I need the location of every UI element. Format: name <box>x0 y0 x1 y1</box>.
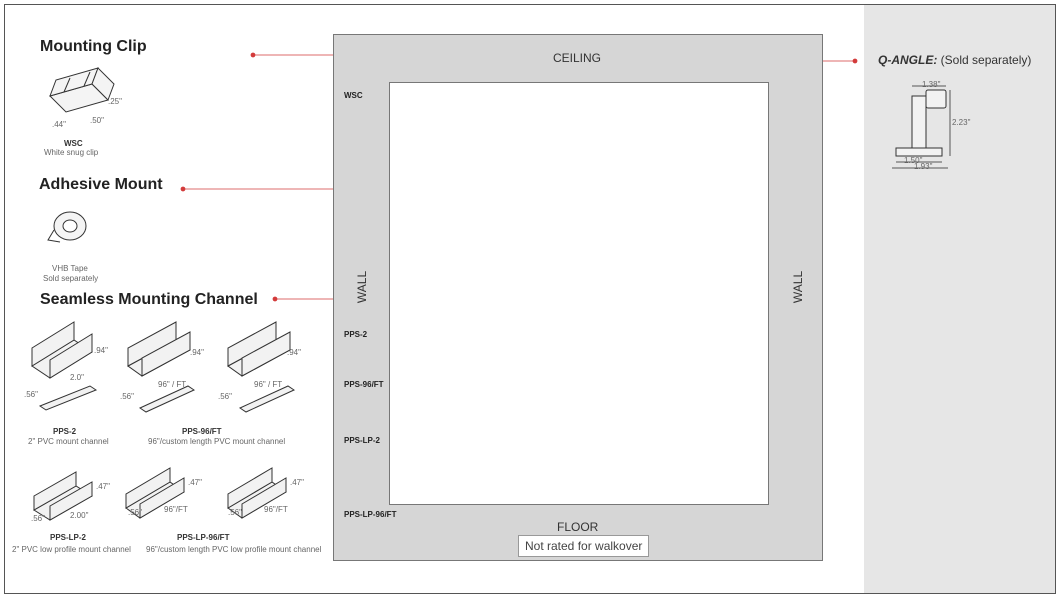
pps-2-label: PPS-2 <box>344 330 368 339</box>
clip-dim-c: .44" <box>52 120 66 129</box>
vhb-caption-1: VHB Tape <box>52 264 88 273</box>
pps-lp-2-height: .47" <box>96 482 110 491</box>
q-angle-dim-base2: 1.93" <box>914 162 933 171</box>
pps-lp-2-width: 2.00" <box>70 511 89 520</box>
clip-dim-a: .25" <box>108 97 122 106</box>
left-wall-slab <box>333 82 389 505</box>
pps-96-alt-depth: .56" <box>218 392 232 401</box>
walkover-note: Not rated for walkover <box>518 535 650 557</box>
pps-lp-96-alt-width: 96"/FT <box>264 505 288 514</box>
adhesive-mount-title: Adhesive Mount <box>39 176 163 193</box>
seamless-channel-title: Seamless Mounting Channel <box>40 291 258 308</box>
q-angle-subtitle: (Sold separately) <box>940 53 1032 67</box>
pps-2-height: .94" <box>94 346 108 355</box>
ceiling-slab <box>333 34 823 82</box>
pps-lp-2-code: PPS-LP-2 <box>50 533 87 542</box>
pps-2-code: PPS-2 <box>53 427 77 436</box>
q-angle-dim-base1: 1.50" <box>904 156 923 165</box>
pps-lp-96-width: 96"/FT <box>164 505 188 514</box>
pps-96-label: PPS-96/FT <box>344 380 384 389</box>
pps-lp-96-alt-depth: .56" <box>228 508 242 517</box>
room-interior <box>389 82 769 505</box>
pps-2-width: 2.0" <box>70 373 84 382</box>
pps-2-depth: .56" <box>24 390 38 399</box>
pps-96-caption: 96"/custom length PVC mount channel <box>148 437 286 446</box>
vhb-caption-2: Sold separately <box>43 274 99 283</box>
clip-dim-b: .50" <box>90 116 104 125</box>
q-angle-heading: Q-ANGLE: (Sold separately) <box>878 53 1031 67</box>
mounting-clip-caption: White snug clip <box>44 148 99 157</box>
pps-lp-96-alt-height: .47" <box>290 478 304 487</box>
pps-lp-96-code: PPS-LP-96/FT <box>177 533 230 542</box>
pps-96-depth: .56" <box>120 392 134 401</box>
pps-lp-2-label: PPS-LP-2 <box>344 436 381 445</box>
ceiling-label: CEILING <box>553 51 602 65</box>
pps-2-caption: 2" PVC mount channel <box>28 437 109 446</box>
pps-lp-2-caption: 2" PVC low profile mount channel <box>12 545 131 554</box>
left-wall-label: WALL <box>355 270 370 304</box>
page-frame <box>4 4 1056 594</box>
q-angle-dim-height: 2.23" <box>952 118 971 127</box>
pps-96-alt-width: 96" / FT <box>254 380 283 389</box>
right-wall-label: WALL <box>791 270 806 304</box>
pps-96-width: 96" / FT <box>158 380 187 389</box>
pps-96-height: .94" <box>190 348 204 357</box>
pps-lp-96-label: PPS-LP-96/FT <box>344 510 397 519</box>
pps-lp-96-caption: 96"/custom length PVC low profile mount … <box>146 545 322 554</box>
pps-96-alt-height: .94" <box>287 348 301 357</box>
q-angle-title: Q-ANGLE: <box>878 53 938 67</box>
q-angle-panel <box>864 5 1055 593</box>
pps-96-code: PPS-96/FT <box>182 427 222 436</box>
mounting-clip-title: Mounting Clip <box>40 38 147 55</box>
room-outline <box>333 34 823 561</box>
mounting-clip-code: WSC <box>64 139 83 148</box>
right-wall-slab <box>769 82 823 505</box>
floor-label: FLOOR <box>557 520 599 534</box>
pps-lp-96-depth: .56" <box>128 508 142 517</box>
pps-lp-2-depth: .56" <box>31 514 45 523</box>
pps-lp-96-height: .47" <box>188 478 202 487</box>
wsc-label: WSC <box>344 91 363 100</box>
q-angle-dim-top: 1.38" <box>922 80 941 89</box>
